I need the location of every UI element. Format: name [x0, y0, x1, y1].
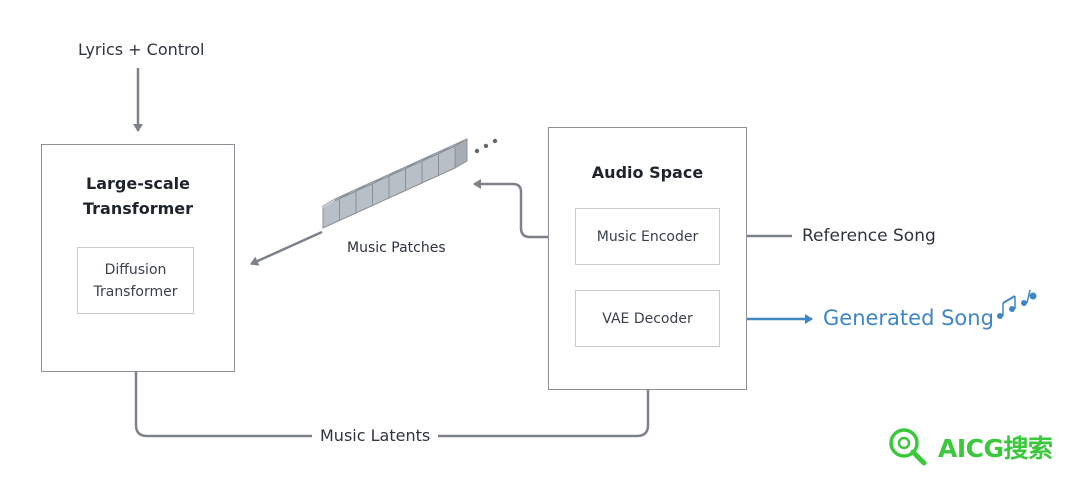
transformer-title-line1: Large-scale [86, 174, 190, 193]
generated-song-label: Generated Song [823, 306, 994, 330]
music-encoder-label: Music Encoder [596, 228, 699, 245]
music-notes-icon [997, 289, 1037, 319]
watermark-search-icon [889, 428, 927, 466]
vae-decoder-box: VAE Decoder [575, 290, 720, 347]
vae-decoder-label: VAE Decoder [602, 310, 693, 327]
encoder-to-patches-arrow [473, 179, 575, 239]
music-latents-label: Music Latents [318, 426, 433, 445]
latents-path-left [134, 315, 312, 438]
music-encoder-box: Music Encoder [575, 208, 720, 265]
music-patch-cube [438, 138, 468, 177]
music-patches-label: Music Patches [347, 240, 446, 256]
reference-song-label: Reference Song [802, 226, 936, 246]
transformer-title: Large-scale Transformer [41, 171, 235, 221]
ellipsis-icon [474, 138, 498, 154]
diffusion-line1: Diffusion [104, 261, 167, 278]
patches-to-transformer-arrow [250, 230, 323, 266]
lyrics-control-label: Lyrics + Control [78, 40, 205, 59]
diffusion-line2: Transformer [93, 283, 178, 300]
transformer-title-line2: Transformer [82, 199, 193, 218]
music-patches-strip [322, 138, 468, 229]
latents-path-right [438, 356, 653, 438]
audio-space-title: Audio Space [591, 163, 704, 182]
diffusion-transformer-box: Diffusion Transformer [77, 247, 194, 314]
watermark-text: AICG搜索 [938, 434, 1053, 463]
